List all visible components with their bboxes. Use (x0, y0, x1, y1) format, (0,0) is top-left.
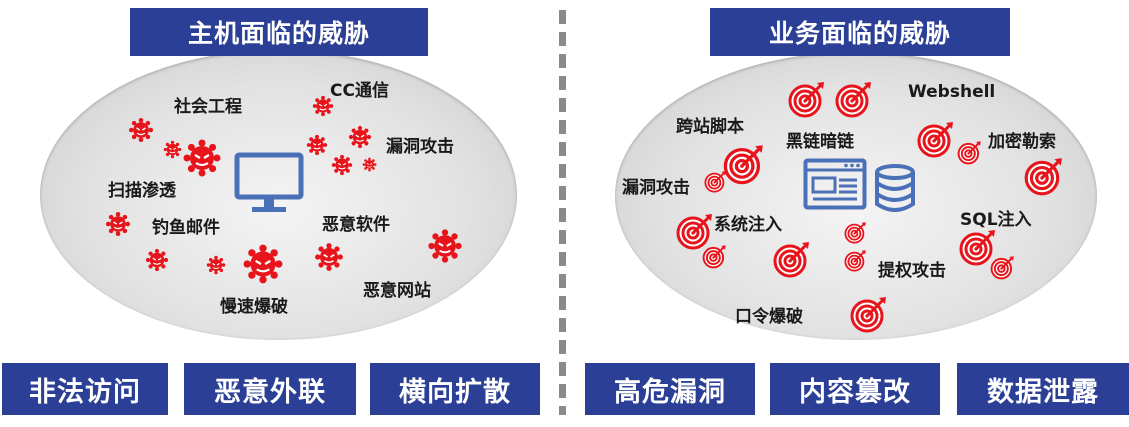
virus-icon (145, 248, 169, 272)
illegal-access-button: 非法访问 (2, 363, 168, 415)
label-vuln-attack-business: 漏洞攻击 (622, 178, 690, 198)
target-icon (850, 297, 886, 333)
virus-icon (362, 157, 377, 172)
target-icon (1024, 158, 1062, 196)
monitor-icon (234, 152, 304, 212)
target-icon (844, 222, 866, 244)
target-icon (959, 230, 995, 266)
malicious-outbound-button: 恶意外联 (184, 363, 356, 415)
target-icon (957, 141, 981, 165)
label-black-links: 黑链暗链 (786, 132, 854, 152)
target-icon (676, 214, 712, 250)
virus-icon (105, 211, 131, 237)
label-social-engineering: 社会工程 (174, 97, 242, 117)
label-xss: 跨站脚本 (676, 117, 744, 137)
label-phishing-email: 钓鱼邮件 (152, 218, 220, 238)
label-slow-brute-force: 慢速爆破 (220, 297, 288, 317)
label-cc-communication: CC通信 (330, 81, 389, 101)
target-icon (723, 145, 763, 185)
webpage-icon (803, 158, 867, 210)
virus-icon (183, 139, 221, 177)
database-icon (875, 164, 915, 212)
virus-icon (163, 140, 182, 159)
target-icon (704, 171, 726, 193)
data-leak-button: 数据泄露 (957, 363, 1129, 415)
virus-icon (243, 244, 283, 284)
virus-icon (315, 243, 343, 271)
virus-icon (128, 117, 154, 143)
target-icon (773, 242, 809, 278)
label-webshell: Webshell (908, 82, 996, 102)
label-system-injection: 系统注入 (714, 215, 782, 235)
target-icon (990, 256, 1014, 280)
target-icon (917, 122, 953, 158)
label-malicious-site: 恶意网站 (363, 281, 431, 301)
virus-icon (306, 134, 328, 156)
virus-icon (428, 229, 462, 263)
section-divider (559, 10, 566, 415)
target-icon (702, 245, 726, 269)
content-tamper-button: 内容篡改 (770, 363, 940, 415)
high-risk-vuln-button: 高危漏洞 (585, 363, 755, 415)
virus-icon (206, 255, 226, 275)
label-malware: 恶意软件 (322, 215, 390, 235)
target-icon (844, 250, 866, 272)
label-scan-penetration: 扫描渗透 (108, 181, 176, 201)
lateral-spread-button: 横向扩散 (370, 363, 540, 415)
virus-icon (348, 125, 372, 149)
label-ransomware: 加密勒索 (988, 132, 1056, 152)
target-icon (835, 82, 871, 118)
label-password-brute: 口令爆破 (735, 307, 803, 327)
label-vuln-attack-host: 漏洞攻击 (386, 137, 454, 157)
label-sql-injection: SQL注入 (960, 210, 1032, 230)
label-privilege-escalation: 提权攻击 (878, 261, 946, 281)
target-icon (788, 82, 824, 118)
virus-icon (331, 154, 353, 176)
host-threats-title: 主机面临的威胁 (130, 8, 428, 56)
virus-icon (312, 95, 334, 117)
business-threats-title: 业务面临的威胁 (710, 8, 1010, 56)
